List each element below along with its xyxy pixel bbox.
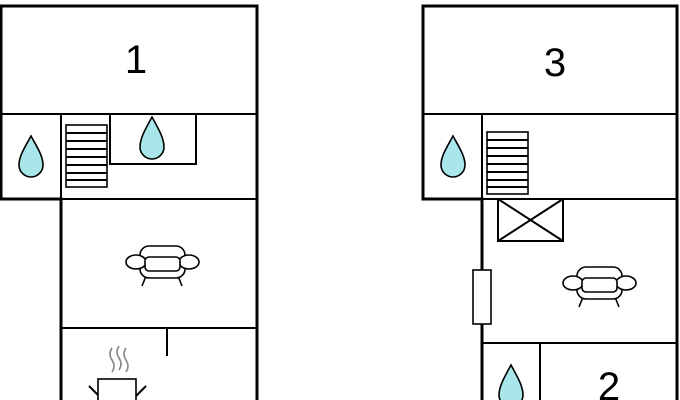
- water-drop-icon: [498, 363, 524, 400]
- skylight-icon: [497, 198, 564, 242]
- floor-plan-right: 3 2: [421, 4, 679, 400]
- stove-icon: [88, 378, 147, 400]
- steam-icon: [109, 345, 129, 373]
- staircase-icon: [486, 131, 529, 195]
- sofa-icon: [125, 245, 200, 287]
- shower-box: [109, 113, 197, 165]
- water-drop-icon: [139, 115, 165, 160]
- room-label-2: 2: [598, 365, 620, 400]
- room-label-3: 3: [544, 41, 566, 85]
- outer-wall-right: [421, 4, 679, 400]
- radiator-icon: [472, 269, 492, 325]
- room-label-1: 1: [125, 38, 147, 82]
- floor-plan-left: 1: [0, 4, 259, 400]
- water-drop-icon: [440, 134, 466, 178]
- outer-wall-left: [0, 4, 259, 400]
- staircase-icon: [65, 124, 108, 188]
- water-drop-icon: [18, 134, 44, 178]
- outer-wall-left-lower: [0, 197, 63, 400]
- sofa-icon: [562, 266, 637, 308]
